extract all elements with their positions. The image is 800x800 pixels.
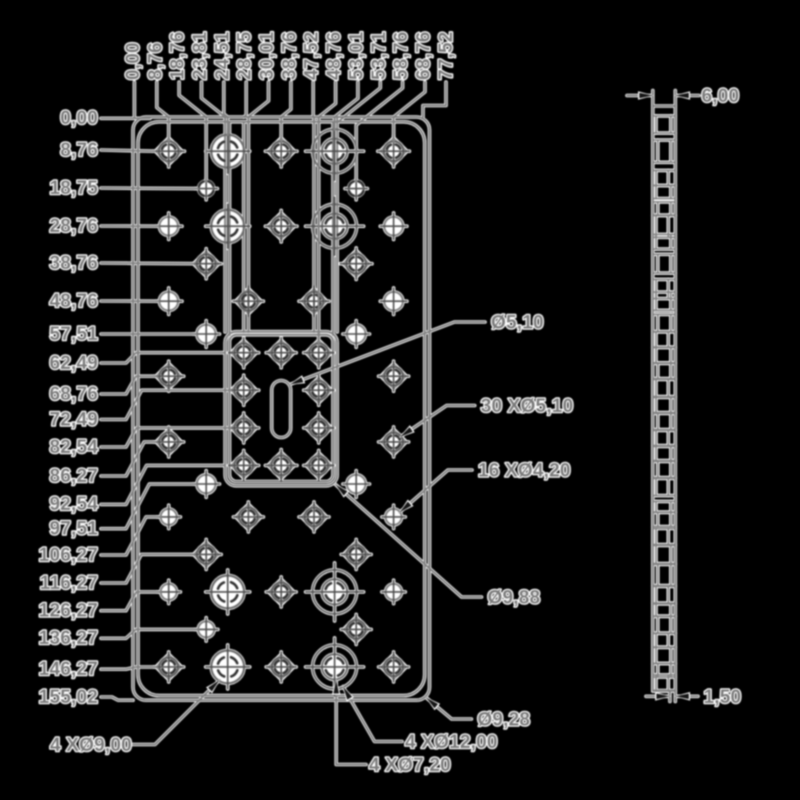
svg-text:4 XØ9,00: 4 XØ9,00 — [50, 735, 132, 756]
svg-text:6,00: 6,00 — [702, 86, 740, 107]
svg-text:106,27: 106,27 — [39, 545, 98, 566]
svg-text:126,27: 126,27 — [39, 601, 98, 622]
svg-text:47,52: 47,52 — [302, 31, 323, 80]
svg-text:38,76: 38,76 — [279, 31, 300, 80]
svg-text:136,27: 136,27 — [39, 628, 98, 649]
svg-text:30,01: 30,01 — [257, 31, 278, 80]
svg-text:62,49: 62,49 — [49, 353, 98, 374]
svg-text:57,51: 57,51 — [49, 324, 98, 345]
svg-text:68,76: 68,76 — [414, 31, 435, 80]
svg-text:28,76: 28,76 — [49, 216, 98, 237]
svg-text:92,54: 92,54 — [49, 494, 98, 515]
svg-text:Ø9,88: Ø9,88 — [488, 588, 541, 609]
svg-text:116,27: 116,27 — [40, 573, 98, 594]
svg-text:48,76: 48,76 — [49, 291, 98, 312]
svg-text:53,71: 53,71 — [369, 31, 390, 80]
svg-text:16 XØ4,20: 16 XØ4,20 — [478, 461, 571, 482]
svg-text:8,76: 8,76 — [60, 140, 98, 161]
svg-text:Ø5,10: Ø5,10 — [491, 313, 544, 334]
svg-text:Ø9,28: Ø9,28 — [477, 710, 530, 731]
svg-text:0,00: 0,00 — [60, 108, 98, 129]
svg-text:58,76: 58,76 — [391, 31, 412, 80]
svg-text:18,76: 18,76 — [168, 31, 189, 80]
svg-text:77,52: 77,52 — [436, 31, 457, 80]
svg-text:23,81: 23,81 — [190, 31, 211, 80]
svg-text:68,76: 68,76 — [49, 384, 98, 405]
svg-text:38,76: 38,76 — [49, 253, 98, 274]
svg-text:97,51: 97,51 — [49, 519, 98, 540]
svg-text:28,75: 28,75 — [235, 31, 256, 80]
svg-text:155,02: 155,02 — [39, 687, 98, 708]
svg-text:4 XØ7,20: 4 XØ7,20 — [369, 755, 451, 776]
svg-text:30 XØ5,10: 30 XØ5,10 — [481, 396, 574, 417]
svg-text:48,76: 48,76 — [324, 31, 345, 80]
svg-text:1,50: 1,50 — [704, 687, 742, 708]
svg-text:86,27: 86,27 — [49, 466, 98, 487]
svg-text:82,54: 82,54 — [49, 437, 98, 458]
svg-text:8,76: 8,76 — [145, 42, 166, 80]
svg-text:4 XØ12,00: 4 XØ12,00 — [405, 732, 498, 753]
svg-text:53,01: 53,01 — [346, 31, 367, 80]
svg-text:24,51: 24,51 — [212, 31, 233, 80]
svg-text:72,49: 72,49 — [49, 409, 98, 430]
svg-text:0,00: 0,00 — [123, 42, 144, 80]
svg-text:146,27: 146,27 — [39, 659, 98, 680]
svg-text:18,75: 18,75 — [49, 178, 98, 199]
